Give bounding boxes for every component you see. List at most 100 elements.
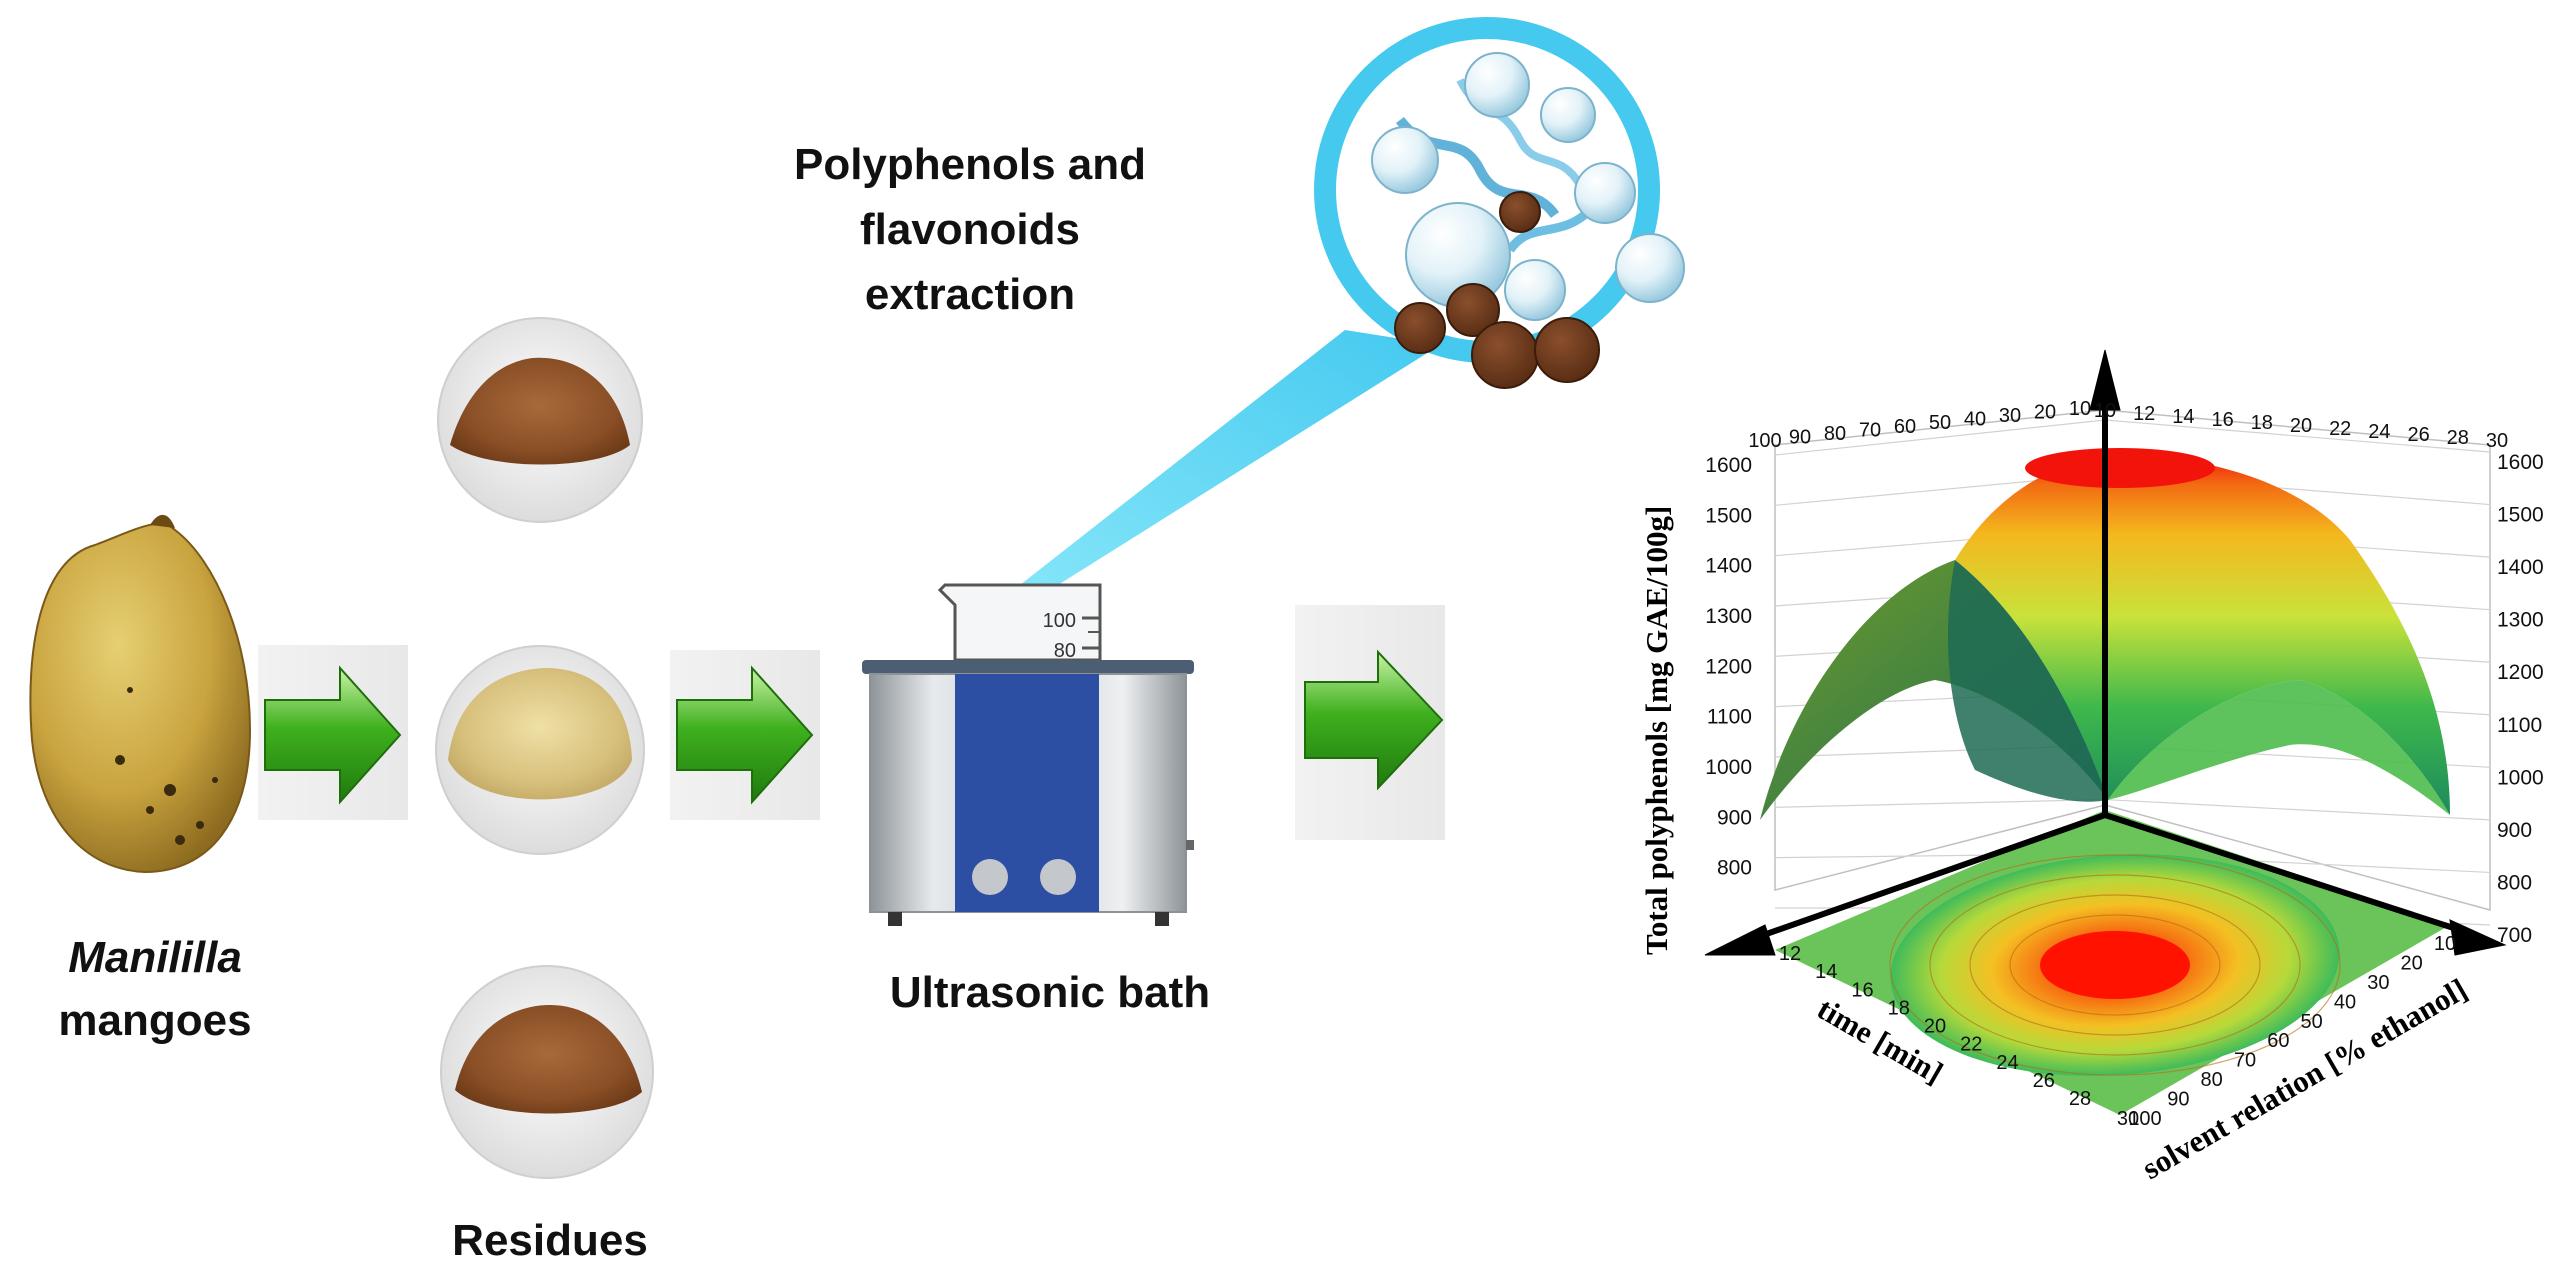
residues-label: Residues — [452, 1216, 648, 1265]
ethanol-top-tick-label-20: 20 — [2034, 402, 2056, 424]
time-bottom-tick-label-20: 20 — [1924, 1016, 1946, 1038]
z-tick-label-right-1100: 1100 — [2497, 714, 2542, 737]
time-top-tick-label-22: 22 — [2329, 418, 2351, 440]
residue-plate-bottom — [440, 965, 654, 1179]
z-tick-label-right-1600: 1600 — [2497, 451, 2544, 474]
time-top-tick-label-26: 26 — [2407, 424, 2429, 446]
ethanol-top-tick-label-10: 10 — [2069, 398, 2091, 420]
z-tick-label-right-1300: 1300 — [2497, 609, 2544, 632]
z-tick-label-left-1400: 1400 — [1705, 555, 1752, 578]
z-axis-title: Total polyphenols [mg GAE/100g] — [1639, 506, 1674, 955]
ethanol-bottom-tick-label-90: 90 — [2167, 1089, 2189, 1111]
mango-label-line1: Manililla — [68, 933, 242, 982]
chart-tick-labels: 700 800 800 900 900 1000 1000 1100 1100 1200 1200 1… — [1705, 398, 2543, 1130]
ethanol-bottom-tick-label-30: 30 — [2367, 972, 2389, 994]
x-axis-arrowhead — [1704, 924, 1776, 956]
z-tick-label-left-900: 900 — [1717, 806, 1752, 829]
time-top-tick-label-14: 14 — [2172, 406, 2194, 428]
ethanol-bottom-tick-label-40: 40 — [2334, 991, 2356, 1013]
beaker-mark-100: 100 — [1043, 610, 1076, 632]
z-tick-label-right-1200: 1200 — [2497, 661, 2544, 684]
beaker: 100 80 — [937, 583, 1102, 662]
ethanol-bottom-tick-label-70: 70 — [2234, 1050, 2256, 1072]
ethanol-top-tick-label-80: 80 — [1824, 423, 1846, 445]
response-surface-chart: 700 800 800 900 900 1000 1000 1100 1100 1200 1200 1… — [1639, 349, 2544, 1186]
contour-peak — [2040, 931, 2190, 999]
z-tick-label-left-1600: 1600 — [1705, 454, 1752, 477]
time-bottom-tick-label-28: 28 — [2069, 1088, 2091, 1110]
ethanol-top-tick-label-40: 40 — [1964, 409, 1986, 431]
ethanol-top-tick-label-30: 30 — [1999, 405, 2021, 427]
time-top-tick-label-18: 18 — [2251, 412, 2273, 434]
residue-plate-middle — [435, 645, 645, 855]
z-tick-label-left-1300: 1300 — [1705, 605, 1752, 628]
time-top-tick-label-30: 30 — [2486, 430, 2508, 452]
extraction-label-line2: flavonoids — [859, 205, 1081, 254]
ethanol-top-tick-label-60: 60 — [1894, 416, 1916, 438]
time-top-tick-label-10: 10 — [2094, 400, 2116, 422]
arrow-2 — [670, 650, 820, 820]
ethanol-bottom-tick-label-80: 80 — [2201, 1069, 2223, 1091]
residue-plate-top — [437, 317, 643, 523]
z-gridline-right-900 — [2104, 798, 2491, 821]
time-bottom-tick-label-16: 16 — [1851, 979, 1873, 1001]
time-bottom-tick-label-14: 14 — [1815, 961, 1837, 983]
time-bottom-tick-label-12: 12 — [1779, 943, 1801, 965]
z-tick-label-right-900: 900 — [2497, 819, 2532, 842]
z-tick-label-right-1000: 1000 — [2497, 766, 2544, 789]
z-tick-label-right-800: 800 — [2497, 871, 2532, 894]
bath-knob-left — [972, 859, 1008, 895]
z-gridline-left-900 — [1774, 798, 2106, 808]
arrow-3 — [1295, 605, 1445, 840]
ultrasonic-bath: 100 80 — [862, 583, 1194, 926]
z-axis-arrowhead — [2089, 349, 2121, 411]
z-tick-label-left-1200: 1200 — [1705, 655, 1752, 678]
contour-floor — [1775, 810, 2450, 1115]
z-tick-label-left-800: 800 — [1717, 857, 1752, 880]
particles — [1394, 191, 1600, 389]
ethanol-bottom-tick-label-20: 20 — [2401, 952, 2423, 974]
ethanol-bottom-tick-label-10: 10 — [2434, 933, 2456, 955]
time-top-tick-label-20: 20 — [2290, 415, 2312, 437]
beaker-mark-80: 80 — [1054, 640, 1076, 662]
time-bottom-tick-label-end: 30 — [2117, 1108, 2139, 1130]
time-bottom-tick-label-24: 24 — [1996, 1052, 2018, 1074]
bath-knob-right — [1040, 859, 1076, 895]
z-tick-label-left-1500: 1500 — [1705, 504, 1752, 527]
ethanol-top-tick-label-100: 100 — [1748, 430, 1781, 452]
ethanol-top-tick-label-70: 70 — [1859, 419, 1881, 441]
mango-label-line2: mangoes — [58, 996, 252, 1045]
ethanol-bottom-tick-label-50: 50 — [2301, 1011, 2323, 1033]
z-tick-label-right-1400: 1400 — [2497, 556, 2544, 579]
time-top-tick-label-28: 28 — [2447, 427, 2469, 449]
z-tick-label-right-1500: 1500 — [2497, 504, 2544, 527]
ultrasonic-bath-label: Ultrasonic bath — [889, 968, 1211, 1017]
time-top-tick-label-12: 12 — [2133, 403, 2155, 425]
ethanol-top-tick-label-90: 90 — [1789, 426, 1811, 448]
bubbles — [1371, 52, 1685, 321]
z-tick-label-right-700: 700 — [2497, 924, 2532, 947]
time-top-tick-label-16: 16 — [2211, 409, 2233, 431]
ethanol-bottom-tick-label-100: 100 — [2128, 1108, 2161, 1130]
z-tick-label-left-1100: 1100 — [1707, 706, 1752, 729]
time-bottom-tick-label-18: 18 — [1888, 997, 1910, 1019]
zoom-circle — [1314, 17, 1685, 389]
response-surface — [1760, 448, 2450, 820]
x-axis — [1734, 812, 2106, 948]
extraction-label-line3: extraction — [864, 270, 1076, 319]
extraction-label-line1: Polyphenols and — [793, 140, 1147, 189]
time-bottom-tick-label-22: 22 — [1960, 1034, 1982, 1056]
zoom-beam — [1020, 330, 1440, 590]
arrow-1 — [258, 645, 408, 820]
y-axis-arrowhead — [2449, 919, 2507, 956]
mango-image — [29, 514, 252, 874]
bath-lid-rim — [862, 660, 1194, 674]
z-tick-label-left-1000: 1000 — [1705, 756, 1752, 779]
ethanol-bottom-tick-label-60: 60 — [2267, 1030, 2289, 1052]
time-top-tick-label-24: 24 — [2368, 421, 2390, 443]
ethanol-top-tick-label-50: 50 — [1929, 412, 1951, 434]
chart-axes — [1704, 349, 2507, 956]
time-bottom-tick-label-26: 26 — [2033, 1070, 2055, 1092]
